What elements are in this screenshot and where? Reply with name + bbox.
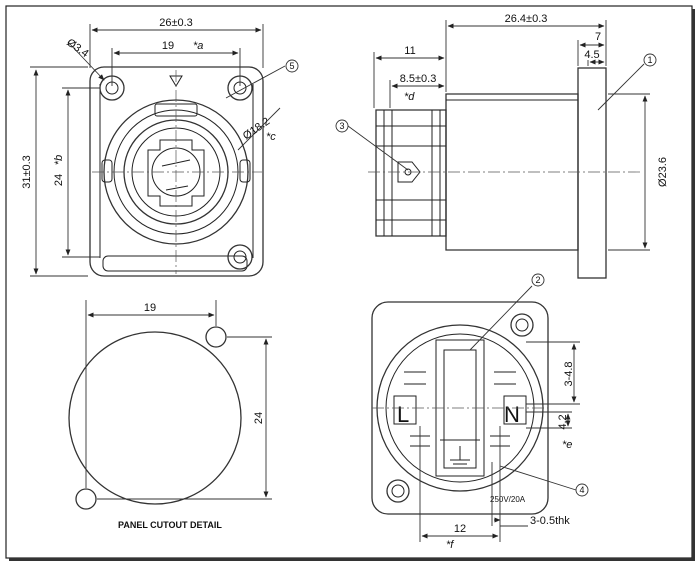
front-flange-inner-edge — [99, 84, 254, 258]
front-flange — [89, 66, 264, 277]
callout-5: 5 — [289, 61, 294, 71]
rear-dimensions: 3-4.8 4.2 *e 12 *f 3-0.5thk 2 4 — [419, 273, 589, 551]
dim-cutout-width: 19 — [144, 302, 156, 314]
callout-2: 2 — [535, 275, 540, 285]
rear-hole-bottom — [386, 479, 410, 503]
dim-cutout-height: 24 — [253, 412, 265, 424]
rear-terminal-right — [503, 395, 527, 425]
dim-gap: 4.2 — [557, 414, 569, 429]
dim-height: 31±0.3 — [21, 155, 33, 189]
ground-symbol-icon — [450, 446, 470, 469]
dim-hole-dia: Ø3.4 — [64, 37, 90, 61]
side-view — [368, 67, 640, 279]
front-socket-outline — [147, 139, 205, 207]
dim-height-pitch-note: *b — [53, 155, 65, 165]
dim-thickness: 3-0.5thk — [530, 515, 570, 527]
side-dimensions: 26.4±0.3 11 8.5±0.3 *d 7 4.5 Ø23.6 1 3 — [335, 13, 669, 251]
rear-mark-left: L — [397, 402, 409, 427]
rear-center-bar — [435, 339, 485, 477]
mount-hole-bottom-right — [227, 244, 253, 270]
front-lower-tab — [102, 255, 248, 272]
side-flange — [577, 67, 607, 279]
dim-pin-note: *d — [404, 91, 415, 103]
rear-terminal-left — [393, 395, 417, 425]
dim-pitch-note: *f — [446, 539, 454, 551]
rear-mark-right: N — [504, 402, 520, 427]
front-view — [89, 66, 264, 277]
dim-slot-range: 3-4.8 — [563, 361, 575, 386]
drawing-frame — [5, 5, 693, 559]
dim-height-pitch: 24 — [53, 174, 65, 186]
dim-hole-pitch-note: *a — [193, 40, 203, 52]
frame-shadow-right — [692, 9, 695, 561]
cutout-hole-bottom — [75, 488, 97, 510]
dim-hole-pitch: 19 — [162, 40, 174, 52]
callout-1: 1 — [647, 55, 652, 65]
dim-tail-length: 11 — [404, 45, 415, 57]
rear-rating: 250V/20A — [490, 495, 526, 504]
cutout-circle — [68, 331, 242, 505]
rear-view: L N 250V/20A — [371, 301, 549, 515]
cutout-hole-top — [205, 326, 227, 348]
dim-gap-note: *e — [562, 439, 572, 451]
dim-pitch: 12 — [454, 523, 466, 535]
rear-hole-top — [510, 313, 534, 337]
callout-4: 4 — [579, 485, 584, 495]
dim-flange-inner: 4.5 — [584, 49, 599, 61]
cutout-view: 19 24 PANEL CUTOUT DETAIL — [68, 300, 272, 530]
callout-3: 3 — [339, 121, 344, 131]
cutout-caption: PANEL CUTOUT DETAIL — [118, 520, 222, 530]
frame-shadow-bottom — [9, 558, 695, 561]
dim-width: 26±0.3 — [159, 17, 193, 29]
dim-ring-note: *c — [266, 131, 276, 143]
side-pin — [397, 161, 421, 183]
dim-flange: 7 — [595, 31, 601, 43]
dim-body-dia: Ø23.6 — [657, 157, 669, 187]
dim-overall-length: 26.4±0.3 — [505, 13, 548, 25]
dim-pin-length: 8.5±0.3 — [400, 73, 437, 85]
